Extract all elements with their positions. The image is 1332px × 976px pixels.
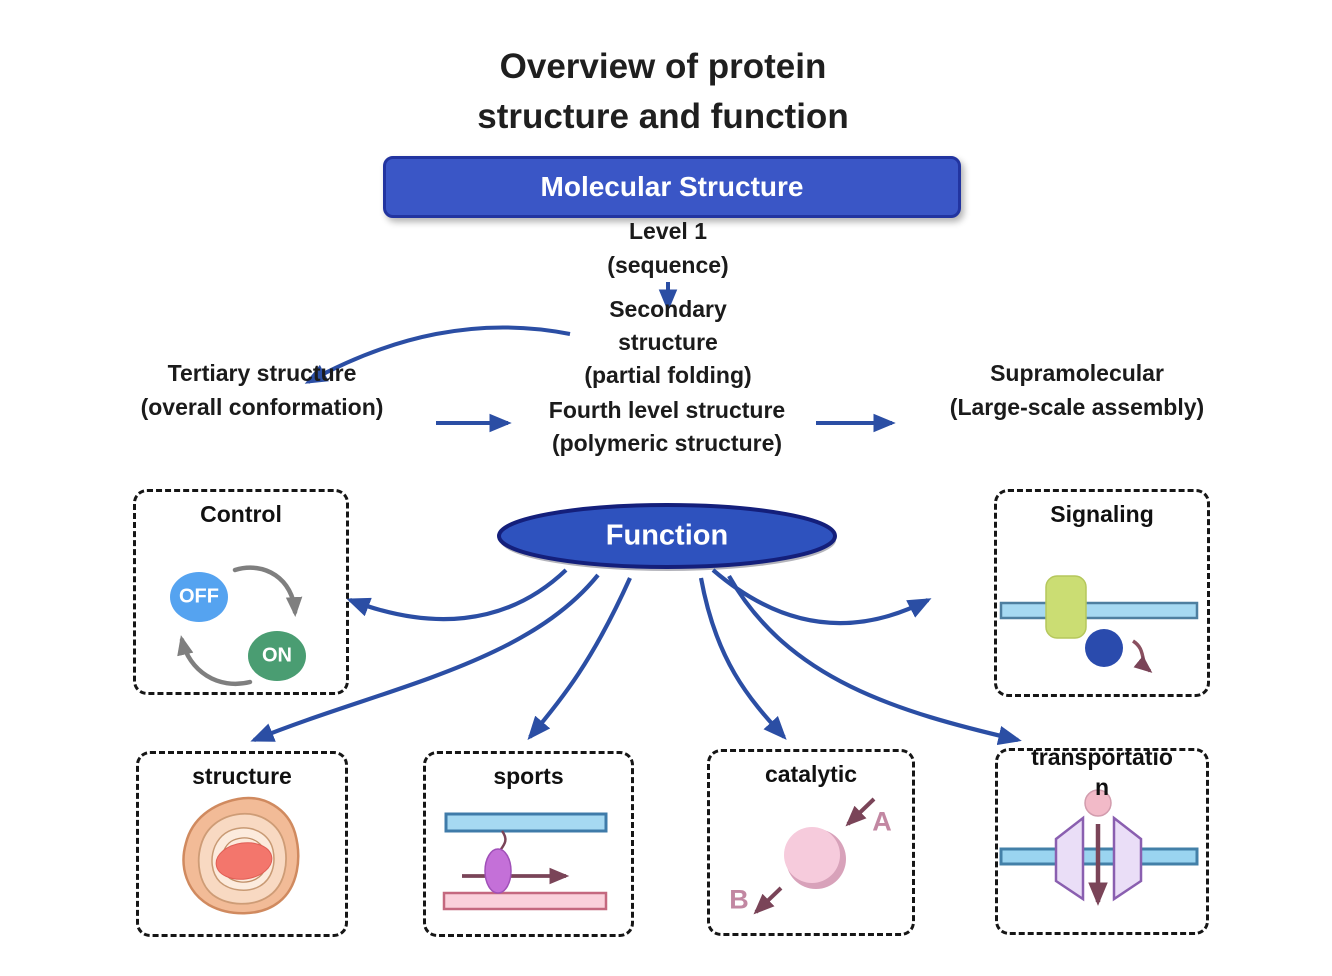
transportation-title-line1: transportatio bbox=[1031, 744, 1173, 770]
enzyme-sphere-icon bbox=[753, 797, 876, 915]
box-transportation-title: transportatio n bbox=[998, 742, 1206, 802]
box-catalytic-title: catalytic bbox=[764, 761, 858, 787]
fourth-line2: (polymeric structure) bbox=[551, 430, 783, 456]
structure-level-arrows bbox=[304, 282, 896, 433]
page-title-line2: structure and function bbox=[477, 97, 849, 136]
channel-left bbox=[1054, 815, 1085, 902]
function-node-label: Function bbox=[605, 519, 729, 552]
box-transportation: transportatio n bbox=[995, 744, 1209, 935]
catalytic-arrow-a bbox=[845, 797, 876, 827]
molecular-structure-node: Molecular Structure bbox=[383, 156, 961, 218]
on-label: ON bbox=[262, 644, 292, 667]
supramolecular-line1: Supramolecular bbox=[990, 360, 1164, 386]
arrow-secondary-to-tertiary bbox=[304, 325, 571, 384]
secondary-line2: structure bbox=[618, 329, 718, 355]
on-circle bbox=[248, 631, 306, 681]
level1-line2: (sequence) bbox=[607, 252, 729, 278]
sports-bottom-bar bbox=[442, 891, 608, 911]
catalytic-label-a: A bbox=[872, 806, 892, 837]
ligand-ball bbox=[1085, 629, 1123, 667]
receptor-shape bbox=[1045, 575, 1087, 639]
fourth-line1: Fourth level structure bbox=[548, 397, 786, 423]
off-circle bbox=[170, 572, 228, 622]
box-catalytic: catalytic bbox=[707, 749, 915, 936]
arrow-function-to-sports bbox=[527, 577, 632, 740]
box-signaling: Signaling bbox=[994, 489, 1210, 697]
page-title-line1: Overview of protein bbox=[499, 47, 827, 86]
secondary-line3: (partial folding) bbox=[584, 362, 752, 388]
page-title: Overview of protein structure and functi… bbox=[477, 42, 848, 142]
off-label: OFF bbox=[179, 585, 219, 608]
box-control-title: Control bbox=[200, 501, 282, 527]
arrow-function-to-control bbox=[346, 568, 568, 622]
transport-ball bbox=[1084, 789, 1112, 817]
sports-motor bbox=[484, 848, 512, 894]
supramolecular-label: Supramolecular (Large-scale assembly) bbox=[950, 356, 1204, 424]
transportation-title-line2: n bbox=[1094, 774, 1110, 800]
secondary-line1: Secondary bbox=[609, 296, 727, 322]
box-sports-title: sports bbox=[493, 763, 564, 789]
box-structure: structure bbox=[136, 751, 348, 937]
supramolecular-line2: (Large-scale assembly) bbox=[949, 394, 1205, 420]
function-node-shape bbox=[497, 503, 837, 571]
arrow-function-to-catalytic bbox=[698, 577, 787, 740]
motor-protein-membrane-icon bbox=[442, 812, 608, 911]
tertiary-structure-label: Tertiary structure (overall conformation… bbox=[141, 356, 384, 424]
tertiary-line1: Tertiary structure bbox=[167, 360, 357, 386]
arrow-function-to-structure bbox=[250, 573, 600, 742]
molecular-structure-label: Molecular Structure bbox=[540, 171, 804, 202]
membrane-channel-icon bbox=[999, 789, 1199, 906]
box-sports: sports bbox=[423, 751, 634, 937]
tertiary-line2: (overall conformation) bbox=[140, 394, 384, 420]
function-connectors bbox=[250, 568, 1022, 746]
secondary-structure-label: Secondary structure (partial folding) bbox=[584, 293, 751, 392]
catalytic-arrow-b bbox=[753, 886, 783, 915]
level1-line1: Level 1 bbox=[629, 218, 707, 244]
box-control: Control bbox=[133, 489, 349, 695]
box-signaling-title: Signaling bbox=[1050, 501, 1154, 527]
catalytic-label-b: B bbox=[729, 884, 749, 915]
arrow-function-to-signaling bbox=[711, 568, 932, 626]
signal-squiggle-arrow bbox=[1131, 639, 1153, 673]
level1-label: Level 1 (sequence) bbox=[607, 214, 728, 282]
sports-top-membrane bbox=[444, 812, 608, 833]
channel-right bbox=[1112, 815, 1143, 902]
arrow-function-to-transportation bbox=[727, 574, 1022, 746]
membrane-receptor-ligand-icon bbox=[999, 575, 1199, 673]
box-structure-title: structure bbox=[192, 763, 292, 789]
on-off-cycle-icon bbox=[170, 565, 306, 686]
cell-blob-contours-icon bbox=[182, 796, 300, 915]
fourth-level-label: Fourth level structure (polymeric struct… bbox=[549, 394, 785, 460]
